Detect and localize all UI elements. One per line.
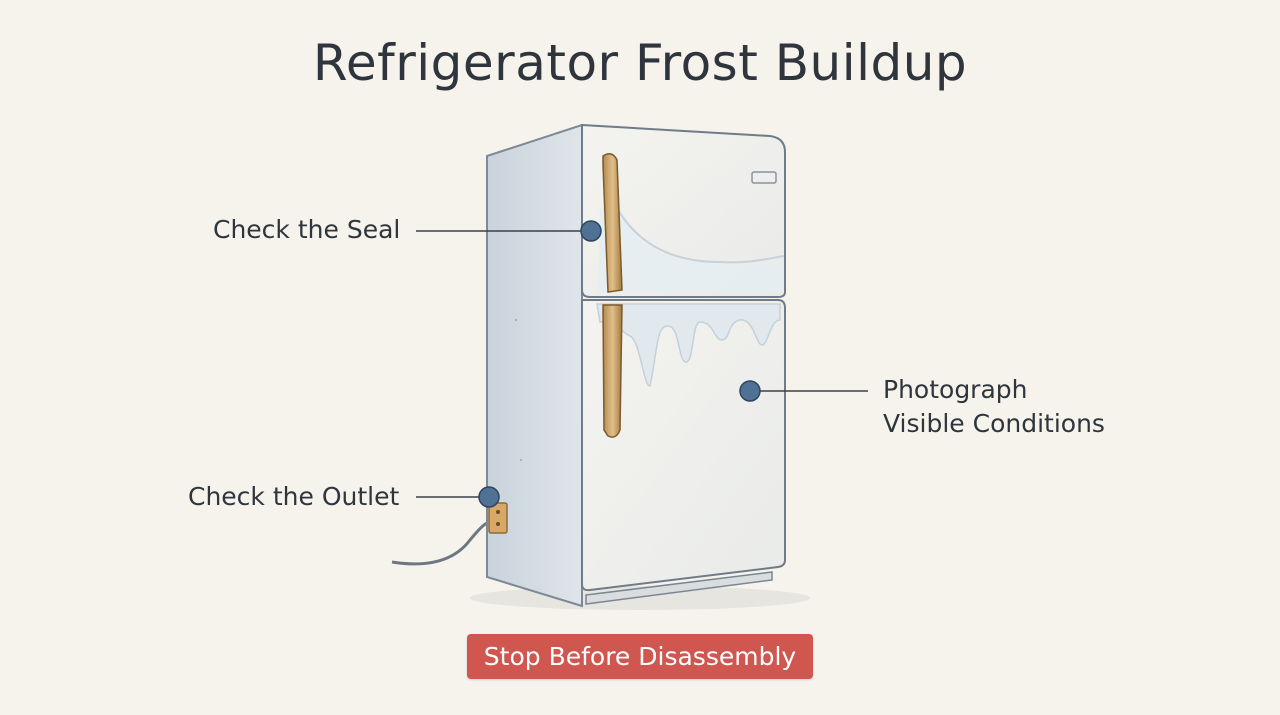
- callout-seal: [416, 220, 602, 242]
- fridge-side-panel: [486, 123, 583, 608]
- wall-outlet: [488, 502, 508, 534]
- callout-outlet: [416, 486, 500, 508]
- label-check-seal: Check the Seal: [213, 215, 401, 244]
- label-photograph-line1: Photograph: [883, 375, 1028, 404]
- fridge-handle: [602, 304, 623, 438]
- stop-before-disassembly-button[interactable]: Stop Before Disassembly: [467, 634, 813, 679]
- label-check-outlet: Check the Outlet: [188, 482, 400, 511]
- diagram-title: Refrigerator Frost Buildup: [312, 34, 968, 92]
- freezer-handle: [602, 153, 623, 293]
- power-cord: [391, 518, 496, 566]
- fridge-door: [581, 299, 786, 605]
- freezer-door: [581, 123, 786, 298]
- label-photograph-line2: Visible Conditions: [883, 409, 1105, 438]
- label-photograph-conditions: Photograph Visible Conditions: [883, 373, 1105, 441]
- callout-photograph: [739, 380, 868, 402]
